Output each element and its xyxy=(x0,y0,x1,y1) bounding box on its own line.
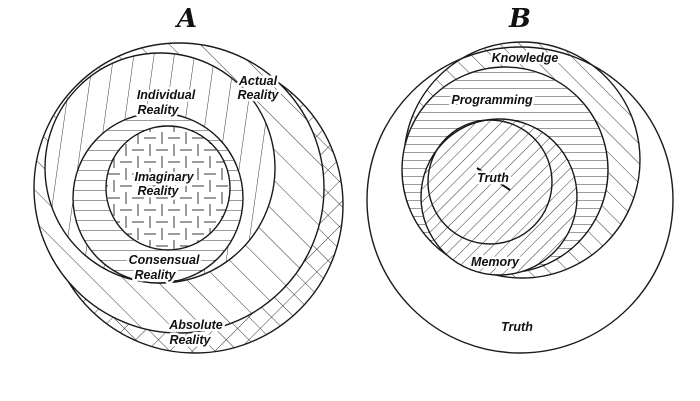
label-truth-outer: Truth Truth xyxy=(499,318,536,337)
svg-text:Consensual: Consensual xyxy=(129,253,200,267)
svg-text:Imaginary: Imaginary xyxy=(134,170,194,184)
svg-text:Truth: Truth xyxy=(501,320,533,334)
svg-text:Truth: Truth xyxy=(477,171,509,185)
svg-text:Actual: Actual xyxy=(238,74,278,88)
svg-text:Programming: Programming xyxy=(451,93,533,107)
svg-text:Reality: Reality xyxy=(138,103,180,117)
label-individual-reality: Individual Individual Reality Reality xyxy=(134,86,198,120)
label-memory: Memory Memory xyxy=(469,253,523,272)
strike-mark xyxy=(476,167,511,191)
label-programming: Programming Programming xyxy=(449,91,536,110)
svg-text:Reality: Reality xyxy=(135,268,177,282)
label-knowledge: Knowledge Knowledge xyxy=(489,49,561,68)
svg-text:Truth: Truth xyxy=(501,320,533,334)
svg-text:Imaginary: Imaginary xyxy=(134,170,194,184)
label-actual-reality: Actual Actual Reality Reality xyxy=(235,72,282,105)
svg-text:Truth: Truth xyxy=(477,171,509,185)
svg-text:Programming: Programming xyxy=(451,93,533,107)
svg-text:Consensual: Consensual xyxy=(129,253,200,267)
svg-text:Reality: Reality xyxy=(238,88,280,102)
panel-b-letter: B xyxy=(508,4,531,34)
svg-text:Absolute: Absolute xyxy=(168,318,223,332)
svg-text:Knowledge: Knowledge xyxy=(492,51,559,65)
panel-a: A Actual Actual Reality Reality Individu… xyxy=(33,4,344,354)
consensual-reality-ring xyxy=(72,112,244,284)
svg-text:Reality: Reality xyxy=(170,333,212,347)
label-imaginary-reality: Imaginary Imaginary Reality Reality xyxy=(132,168,197,201)
svg-text:Memory: Memory xyxy=(471,255,520,269)
svg-text:Reality: Reality xyxy=(135,268,177,282)
label-consensual-reality: Consensual Consensual Reality Reality xyxy=(126,251,202,285)
svg-text:Memory: Memory xyxy=(471,255,520,269)
svg-text:Reality: Reality xyxy=(170,333,212,347)
svg-text:Reality: Reality xyxy=(138,184,180,198)
svg-text:Reality: Reality xyxy=(238,88,280,102)
svg-text:Absolute: Absolute xyxy=(168,318,223,332)
truth-inner-circle xyxy=(427,119,553,245)
panel-a-letter: A xyxy=(174,4,197,34)
panel-b: B Knowledge Knowledge Programming Progra… xyxy=(366,4,674,354)
svg-text:Reality: Reality xyxy=(138,184,180,198)
memory-ring xyxy=(420,118,578,276)
svg-text:Individual: Individual xyxy=(137,88,196,102)
svg-text:Individual: Individual xyxy=(137,88,196,102)
imaginary-reality-ring xyxy=(105,125,231,251)
svg-text:Reality: Reality xyxy=(138,103,180,117)
actual-reality-ring xyxy=(33,42,325,334)
label-absolute-reality: Absolute Absolute Reality Reality xyxy=(166,316,226,350)
svg-text:Actual: Actual xyxy=(238,74,278,88)
svg-text:Knowledge: Knowledge xyxy=(492,51,559,65)
label-truth-inner: Truth Truth xyxy=(475,169,512,188)
